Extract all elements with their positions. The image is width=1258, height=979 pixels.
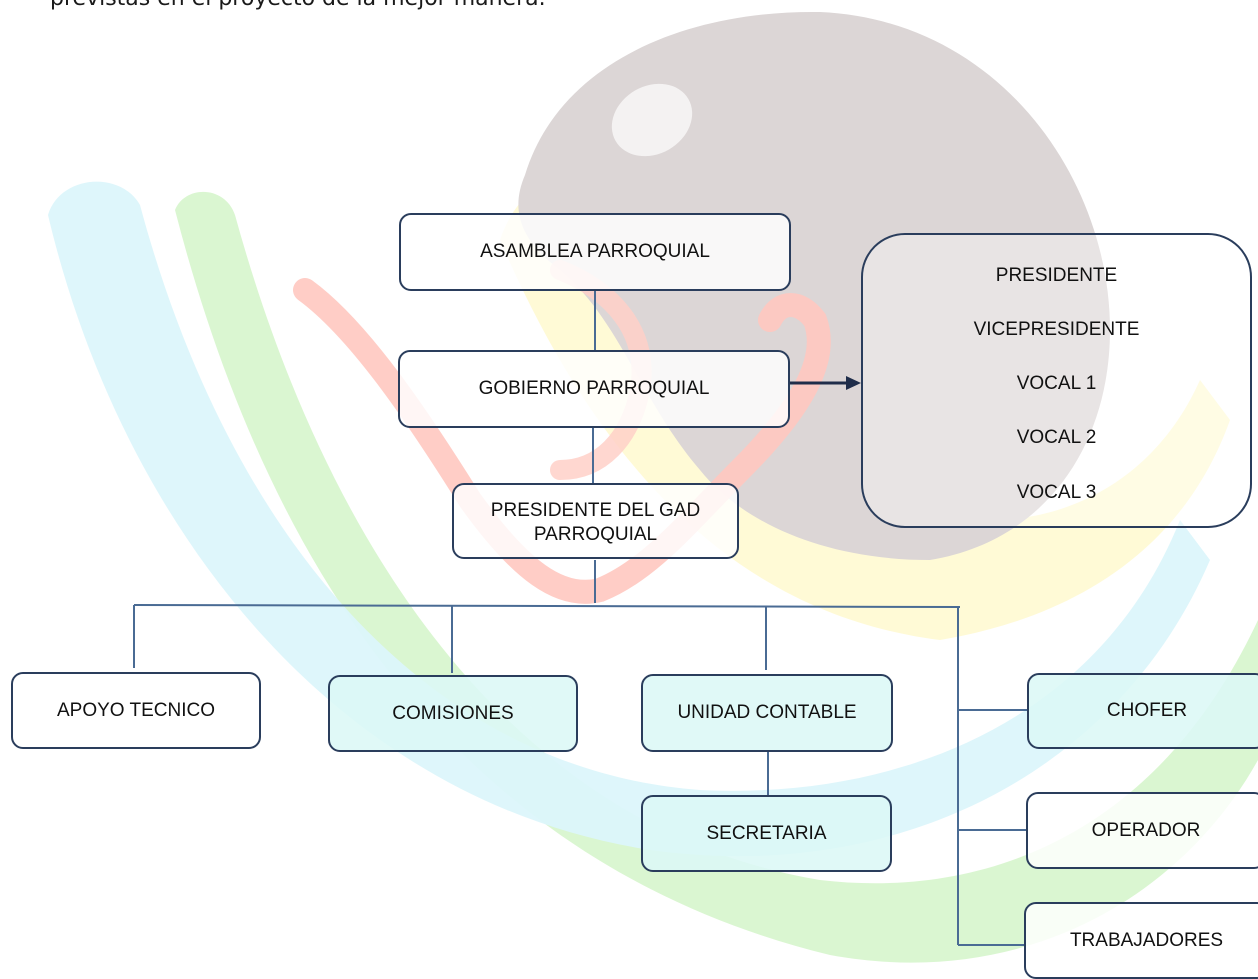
node-label: CHOFER <box>1106 700 1188 722</box>
node-label: UNIDAD CONTABLE <box>677 702 857 724</box>
node-label: ASAMBLEA PARROQUIAL <box>480 241 710 263</box>
node-presidente-gad: PRESIDENTE DEL GAD PARROQUIAL <box>452 483 739 559</box>
node-trabajadores: TRABAJADORES <box>1024 902 1258 979</box>
council-member: PRESIDENTE <box>995 265 1118 286</box>
node-gobierno-parroquial: GOBIERNO PARROQUIAL <box>398 350 790 428</box>
arrow-head-icon <box>846 376 861 390</box>
intro-text: previstas en el proyecto de la mejor man… <box>50 0 546 11</box>
node-unidad-contable: UNIDAD CONTABLE <box>641 674 893 752</box>
node-chofer: CHOFER <box>1027 673 1258 749</box>
council-member: VOCAL 3 <box>1016 482 1097 503</box>
council-member: VOCAL 1 <box>1016 373 1097 394</box>
connector-horizontal-bus <box>133 604 961 608</box>
node-apoyo-tecnico: APOYO TECNICO <box>11 672 261 749</box>
node-label: TRABAJADORES <box>1069 929 1224 951</box>
node-asamblea-parroquial: ASAMBLEA PARROQUIAL <box>399 213 791 291</box>
node-comisiones: COMISIONES <box>328 675 578 752</box>
council-member: VOCAL 2 <box>1016 427 1097 448</box>
council-members-box: PRESIDENTE VICEPRESIDENTE VOCAL 1 VOCAL … <box>861 233 1252 528</box>
council-member: VICEPRESIDENTE <box>973 319 1140 340</box>
node-label: APOYO TECNICO <box>56 699 215 721</box>
node-label: PRESIDENTE DEL GAD PARROQUIAL <box>490 500 701 545</box>
node-label: OPERADOR <box>1091 819 1201 841</box>
node-label: COMISIONES <box>392 702 514 724</box>
node-secretaria: SECRETARIA <box>641 795 892 872</box>
node-label: SECRETARIA <box>706 822 827 844</box>
node-operador: OPERADOR <box>1026 792 1258 869</box>
node-label: GOBIERNO PARROQUIAL <box>478 378 710 400</box>
